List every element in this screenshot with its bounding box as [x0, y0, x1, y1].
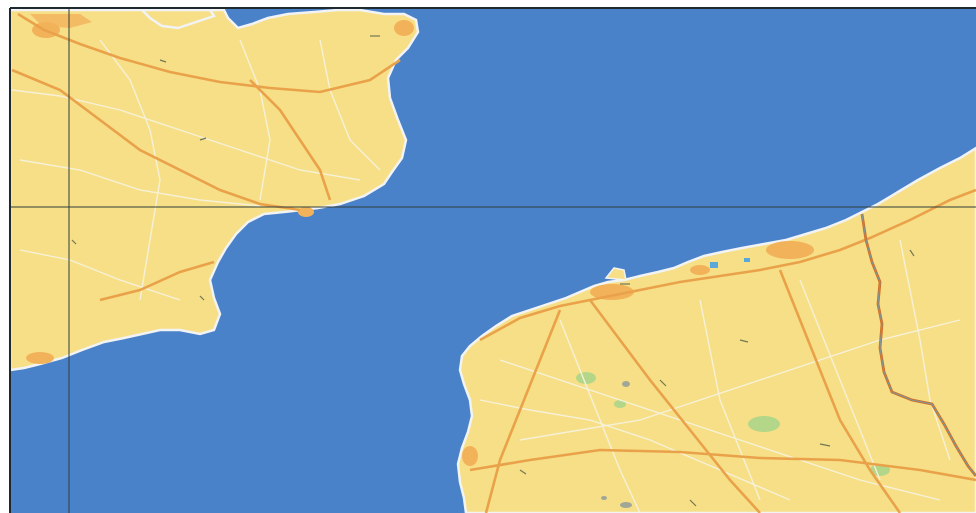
minor-road [19, 249, 181, 301]
minor-road [559, 319, 641, 513]
forest-patch [576, 372, 596, 384]
inland-water-body [744, 258, 750, 262]
map-symbol [199, 137, 207, 141]
minor-road [499, 359, 941, 501]
landmass-south [456, 146, 976, 513]
major-road [99, 260, 215, 302]
urban-area [394, 20, 414, 36]
coastal-spit [604, 267, 627, 281]
map-blob [622, 381, 630, 387]
urban-areas [26, 20, 814, 466]
minor-road [699, 299, 761, 501]
minor-road [899, 239, 951, 461]
major-road [778, 269, 902, 513]
minor-road [799, 279, 881, 481]
map-symbol [909, 249, 915, 257]
map-symbol [71, 239, 77, 245]
minor-road [519, 319, 961, 441]
inland-water-body [710, 262, 718, 268]
map-blobs [601, 381, 632, 508]
major-road [249, 79, 332, 201]
minor-road [319, 39, 381, 171]
map-blob [601, 496, 607, 500]
inland-water [710, 258, 750, 268]
urban-area [298, 207, 314, 217]
major-road [484, 309, 562, 513]
map-symbol [739, 339, 749, 343]
grid-lines [10, 8, 976, 513]
major-road [479, 188, 976, 342]
map-symbol [199, 295, 205, 301]
forest-patch [614, 400, 626, 408]
minor-road [99, 39, 161, 301]
major-roads [11, 12, 976, 513]
major-road [17, 12, 401, 94]
map-symbols [71, 35, 915, 507]
map-blob [620, 502, 632, 508]
map-frame-border [9, 7, 976, 513]
urban-area [26, 352, 54, 364]
minor-road [239, 39, 271, 201]
map-symbol [689, 499, 697, 507]
major-road [11, 68, 301, 212]
major-road [469, 448, 976, 482]
minor-road [19, 159, 261, 207]
urban-area [590, 284, 634, 300]
major-road [588, 299, 761, 513]
urban-area [690, 265, 710, 275]
forest-patch [748, 416, 780, 432]
vegetation [576, 372, 890, 476]
map-symbol [519, 469, 527, 475]
border-line-highlight [861, 213, 976, 477]
urban-area [462, 446, 478, 466]
map-symbol [159, 59, 167, 63]
map-symbol [819, 443, 831, 447]
minor-road [11, 89, 361, 181]
landmass-north [8, 8, 420, 372]
map-symbol [659, 379, 667, 387]
urban-area [766, 241, 814, 259]
